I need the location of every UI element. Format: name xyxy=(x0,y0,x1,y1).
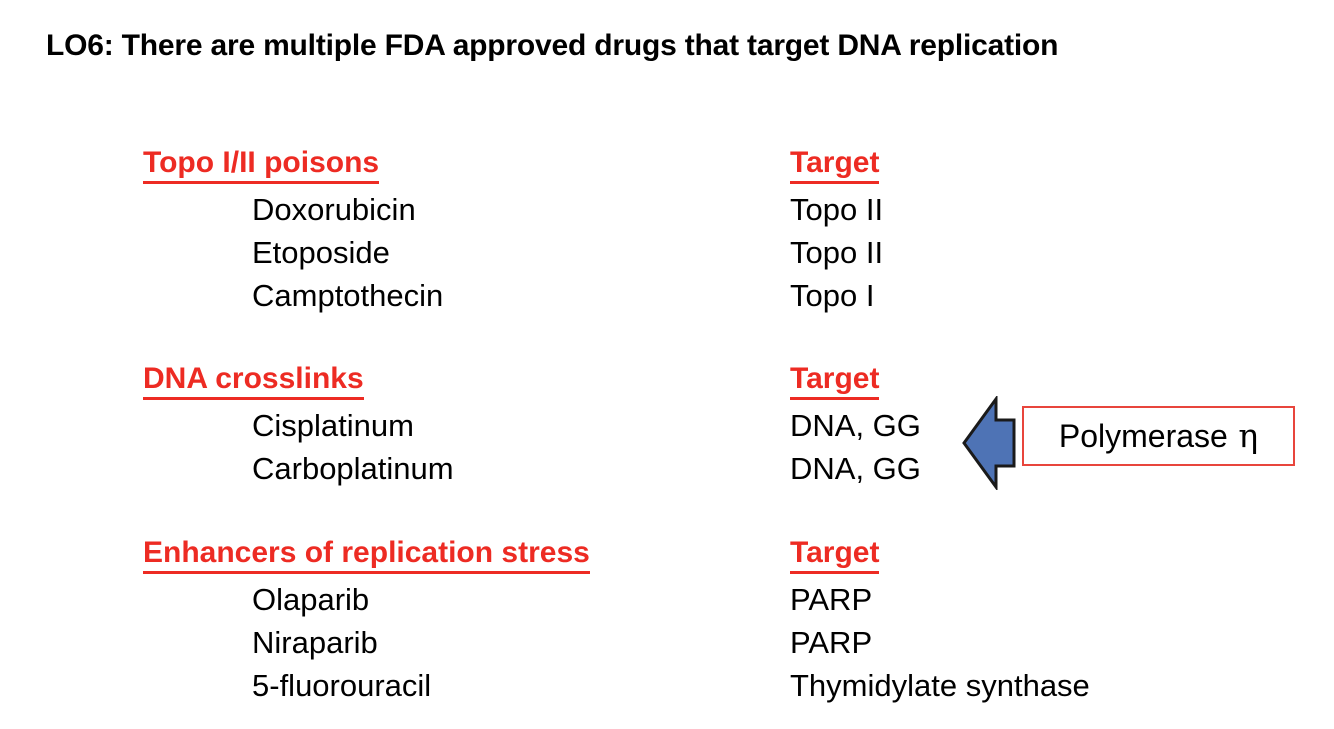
drug-label: Olaparib xyxy=(252,582,370,617)
target-label: Topo I xyxy=(790,278,875,313)
table-row: Doxorubicin Topo II xyxy=(0,191,1334,234)
page-title: LO6: There are multiple FDA approved dru… xyxy=(46,29,1059,62)
row-group: Doxorubicin Topo II Etoposide Topo II Ca… xyxy=(0,191,1334,320)
table-row: 5-fluorouracil Thymidylate synthase xyxy=(0,667,1334,710)
drug-label: Carboplatinum xyxy=(252,451,454,486)
table-row: Cisplatinum DNA, GG xyxy=(0,407,1334,450)
target-label: DNA, GG xyxy=(790,408,921,443)
row-group: Cisplatinum DNA, GG Carboplatinum DNA, G… xyxy=(0,407,1334,493)
table-row: Carboplatinum DNA, GG xyxy=(0,450,1334,493)
target-label: DNA, GG xyxy=(790,451,921,486)
drug-label: Etoposide xyxy=(252,235,390,270)
target-label: Thymidylate synthase xyxy=(790,668,1090,703)
section-heading-right: Target xyxy=(790,536,880,574)
table-row: Camptothecin Topo I xyxy=(0,277,1334,320)
target-label: PARP xyxy=(790,582,873,617)
callout-label: Polymerase η xyxy=(1058,416,1259,455)
table-row: Etoposide Topo II xyxy=(0,234,1334,277)
section-heading-right: Target xyxy=(790,146,880,184)
callout-label-text: Polymerase xyxy=(1058,418,1228,454)
section-heading-left: Enhancers of replication stress xyxy=(143,536,590,574)
table-row: Olaparib PARP xyxy=(0,581,1334,624)
drug-label: 5-fluorouracil xyxy=(252,668,432,703)
section-heading-right: Target xyxy=(790,362,880,400)
target-label: Topo II xyxy=(790,192,884,227)
drug-label: Cisplatinum xyxy=(252,408,414,443)
target-label: PARP xyxy=(790,625,873,660)
polymerase-callout-box: Polymerase η xyxy=(1022,406,1295,466)
drug-label: Niraparib xyxy=(252,625,378,660)
target-label: Topo II xyxy=(790,235,884,270)
row-group: Olaparib PARP Niraparib PARP 5-fluoroura… xyxy=(0,581,1334,710)
drug-label: Camptothecin xyxy=(252,278,444,313)
drug-label: Doxorubicin xyxy=(252,192,416,227)
section-heading-left: DNA crosslinks xyxy=(143,362,364,400)
eta-symbol: η xyxy=(1227,416,1259,455)
left-arrow-icon xyxy=(962,394,1016,492)
table-row: Niraparib PARP xyxy=(0,624,1334,667)
section-heading-left: Topo I/II poisons xyxy=(143,146,380,184)
